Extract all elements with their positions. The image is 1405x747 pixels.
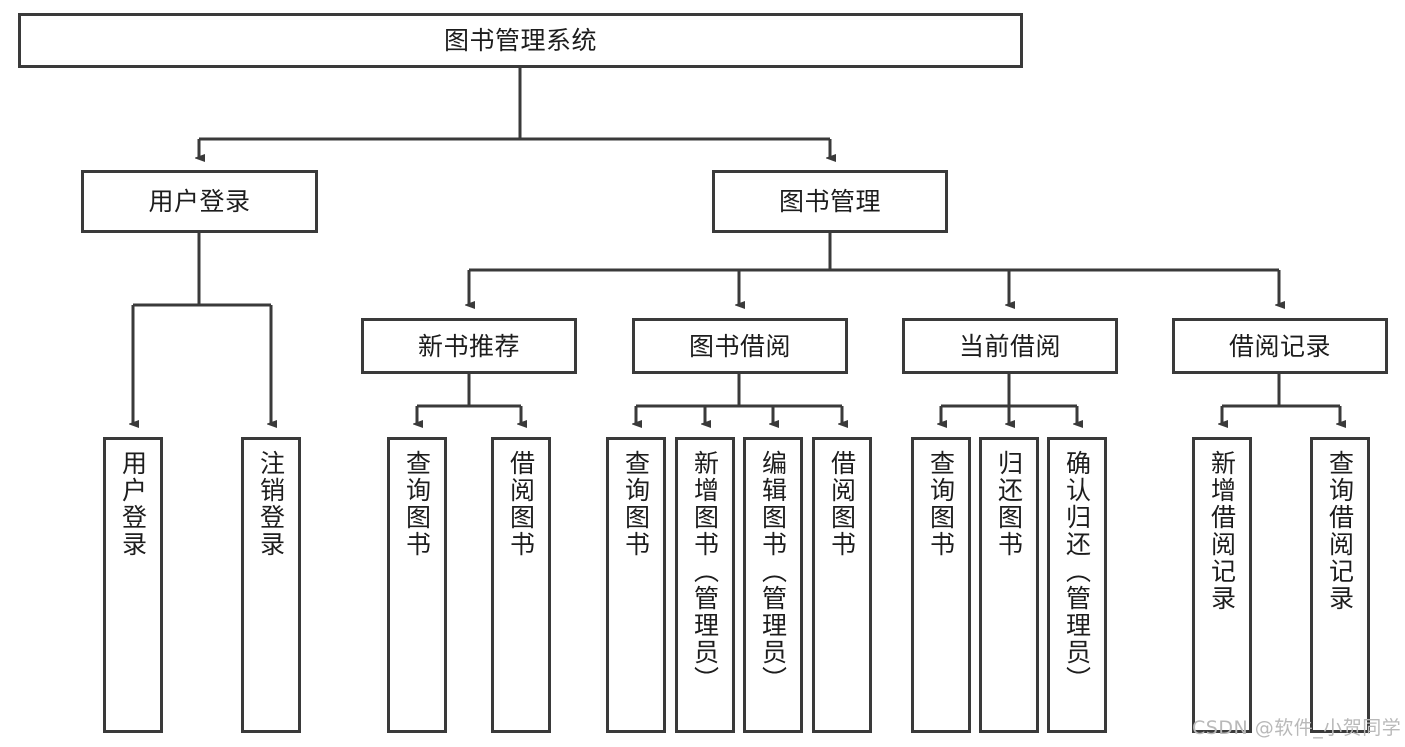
node-current-borrow-label: 当前借阅 xyxy=(958,331,1061,361)
node-current-borrow[interactable]: 当前借阅 xyxy=(902,318,1118,374)
node-user-login-label: 用户登录 xyxy=(148,187,251,216)
node-leaf-query-record-label: 查询借阅记录 xyxy=(1325,450,1355,612)
node-leaf-edit-book[interactable]: 编辑图书（管理员） xyxy=(743,437,803,733)
node-leaf-user-logout-label: 注销登录 xyxy=(256,450,286,558)
node-leaf-query-book-2-label: 查询图书 xyxy=(621,450,651,558)
node-leaf-borrow-book-1[interactable]: 借阅图书 xyxy=(491,437,551,733)
node-leaf-add-record-label: 新增借阅记录 xyxy=(1207,450,1237,612)
node-leaf-return-book[interactable]: 归还图书 xyxy=(979,437,1039,733)
node-leaf-add-record[interactable]: 新增借阅记录 xyxy=(1192,437,1252,733)
node-leaf-user-logout[interactable]: 注销登录 xyxy=(241,437,301,733)
node-borrow-record-label: 借阅记录 xyxy=(1228,331,1331,361)
node-leaf-confirm-return[interactable]: 确认归还（管理员） xyxy=(1047,437,1107,733)
node-leaf-return-book-label: 归还图书 xyxy=(994,450,1024,558)
node-leaf-borrow-book-2-label: 借阅图书 xyxy=(827,450,857,558)
node-leaf-add-book[interactable]: 新增图书（管理员） xyxy=(675,437,735,733)
node-root-label: 图书管理系统 xyxy=(443,26,597,55)
node-new-book-recommend-label: 新书推荐 xyxy=(417,331,520,361)
node-leaf-add-book-label: 新增图书（管理员） xyxy=(690,450,720,693)
node-leaf-query-book-2[interactable]: 查询图书 xyxy=(606,437,666,733)
node-borrow-record[interactable]: 借阅记录 xyxy=(1172,318,1388,374)
node-user-login[interactable]: 用户登录 xyxy=(81,170,318,233)
csdn-watermark: CSDN @软件_小贺同学 xyxy=(1192,717,1402,739)
node-leaf-edit-book-label: 编辑图书（管理员） xyxy=(758,450,788,693)
node-book-borrow-label: 图书借阅 xyxy=(688,331,791,361)
node-root[interactable]: 图书管理系统 xyxy=(18,13,1023,68)
node-leaf-query-book-1[interactable]: 查询图书 xyxy=(387,437,447,733)
node-leaf-query-book-3[interactable]: 查询图书 xyxy=(911,437,971,733)
node-leaf-query-record[interactable]: 查询借阅记录 xyxy=(1310,437,1370,733)
node-book-manage-label: 图书管理 xyxy=(778,187,881,216)
node-leaf-user-login[interactable]: 用户登录 xyxy=(103,437,163,733)
node-leaf-query-book-1-label: 查询图书 xyxy=(402,450,432,558)
node-book-manage[interactable]: 图书管理 xyxy=(712,170,948,233)
node-leaf-confirm-return-label: 确认归还（管理员） xyxy=(1062,450,1092,693)
node-leaf-query-book-3-label: 查询图书 xyxy=(926,450,956,558)
node-leaf-user-login-label: 用户登录 xyxy=(118,450,148,558)
node-book-borrow[interactable]: 图书借阅 xyxy=(632,318,848,374)
node-new-book-recommend[interactable]: 新书推荐 xyxy=(361,318,577,374)
node-leaf-borrow-book-2[interactable]: 借阅图书 xyxy=(812,437,872,733)
node-leaf-borrow-book-1-label: 借阅图书 xyxy=(506,450,536,558)
